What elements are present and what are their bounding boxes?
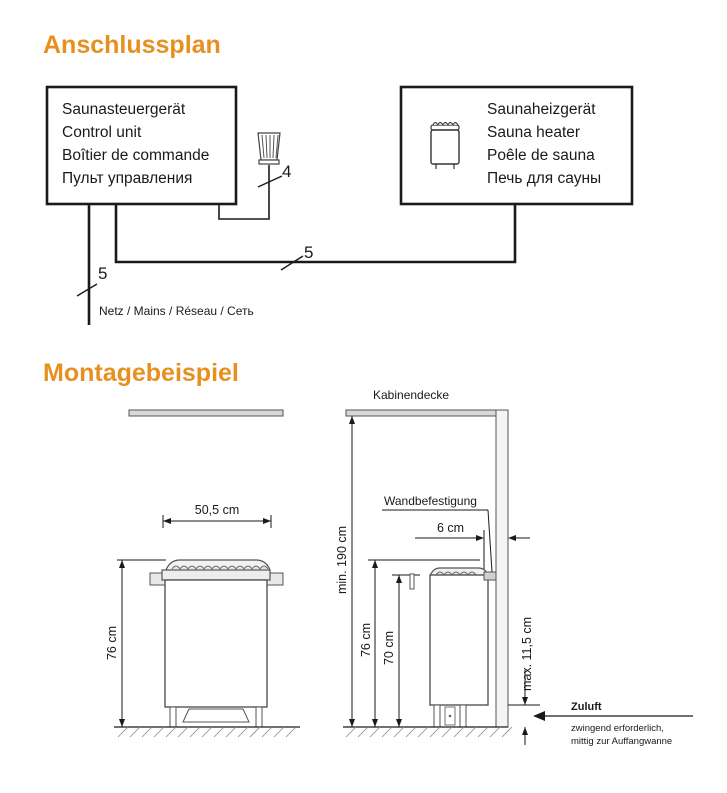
side-view: Kabinendecke min. 190 cm Wandbefestigung…	[335, 388, 693, 747]
mains-cable: 5 Netz / Mains / Réseau / Сеть	[76, 204, 254, 325]
sauna-heater-box: Saunaheizgerät Sauna heater Poêle de sau…	[399, 85, 634, 206]
front-width-dimension: 50,5 cm	[195, 503, 239, 517]
front-floor-hatching	[117, 726, 297, 738]
max-air-inlet-dimension: max. 11,5 cm	[520, 617, 534, 691]
wall-distance-dimension: 6 cm	[437, 521, 464, 535]
control-unit-label-en: Control unit	[62, 124, 142, 141]
heater-cable-number: 5	[304, 243, 313, 262]
side-height-body-dimension: 70 cm	[382, 631, 396, 665]
mains-cable-number: 5	[98, 264, 107, 283]
wiring-plan-heading: Anschlussplan	[43, 31, 221, 59]
control-unit-label-de: Saunasteuergerät	[62, 101, 186, 118]
side-height-total-dimension: 76 cm	[359, 623, 373, 657]
sensor-cable-number: 4	[282, 162, 291, 181]
control-unit-box: Saunasteuergerät Control unit Boîtier de…	[45, 85, 238, 206]
heater-cable: 5	[114, 204, 517, 271]
control-unit-label-fr: Boîtier de commande	[62, 147, 209, 164]
control-unit-label-ru: Пульт управления	[62, 170, 192, 187]
temperature-sensor-icon	[257, 132, 281, 165]
wall-mount-label: Wandbefestigung	[384, 494, 477, 508]
side-floor-hatching	[345, 726, 513, 738]
ceiling-label: Kabinendecke	[373, 388, 449, 402]
heater-label-fr: Poêle de sauna	[487, 147, 595, 164]
min-ceiling-height-dimension: min. 190 cm	[335, 526, 349, 594]
air-inlet-title: Zuluft	[571, 701, 602, 713]
front-height-dimension: 76 cm	[105, 626, 119, 660]
sauna-heater-icon	[430, 122, 460, 169]
heater-label-de: Saunaheizgerät	[487, 101, 596, 118]
heater-label-ru: Печь для сауны	[487, 170, 601, 187]
air-inlet-note-1: zwingend erforderlich,	[571, 723, 664, 734]
mounting-example-heading: Montagebeispiel	[43, 359, 239, 387]
sensor-cable: 4	[218, 162, 291, 220]
heater-label-en: Sauna heater	[487, 124, 580, 141]
mains-label: Netz / Mains / Réseau / Сеть	[99, 304, 254, 318]
front-view: 50,5 cm 76 cm	[105, 409, 300, 738]
air-inlet-note-2: mittig zur Auffangwanne	[571, 736, 672, 747]
